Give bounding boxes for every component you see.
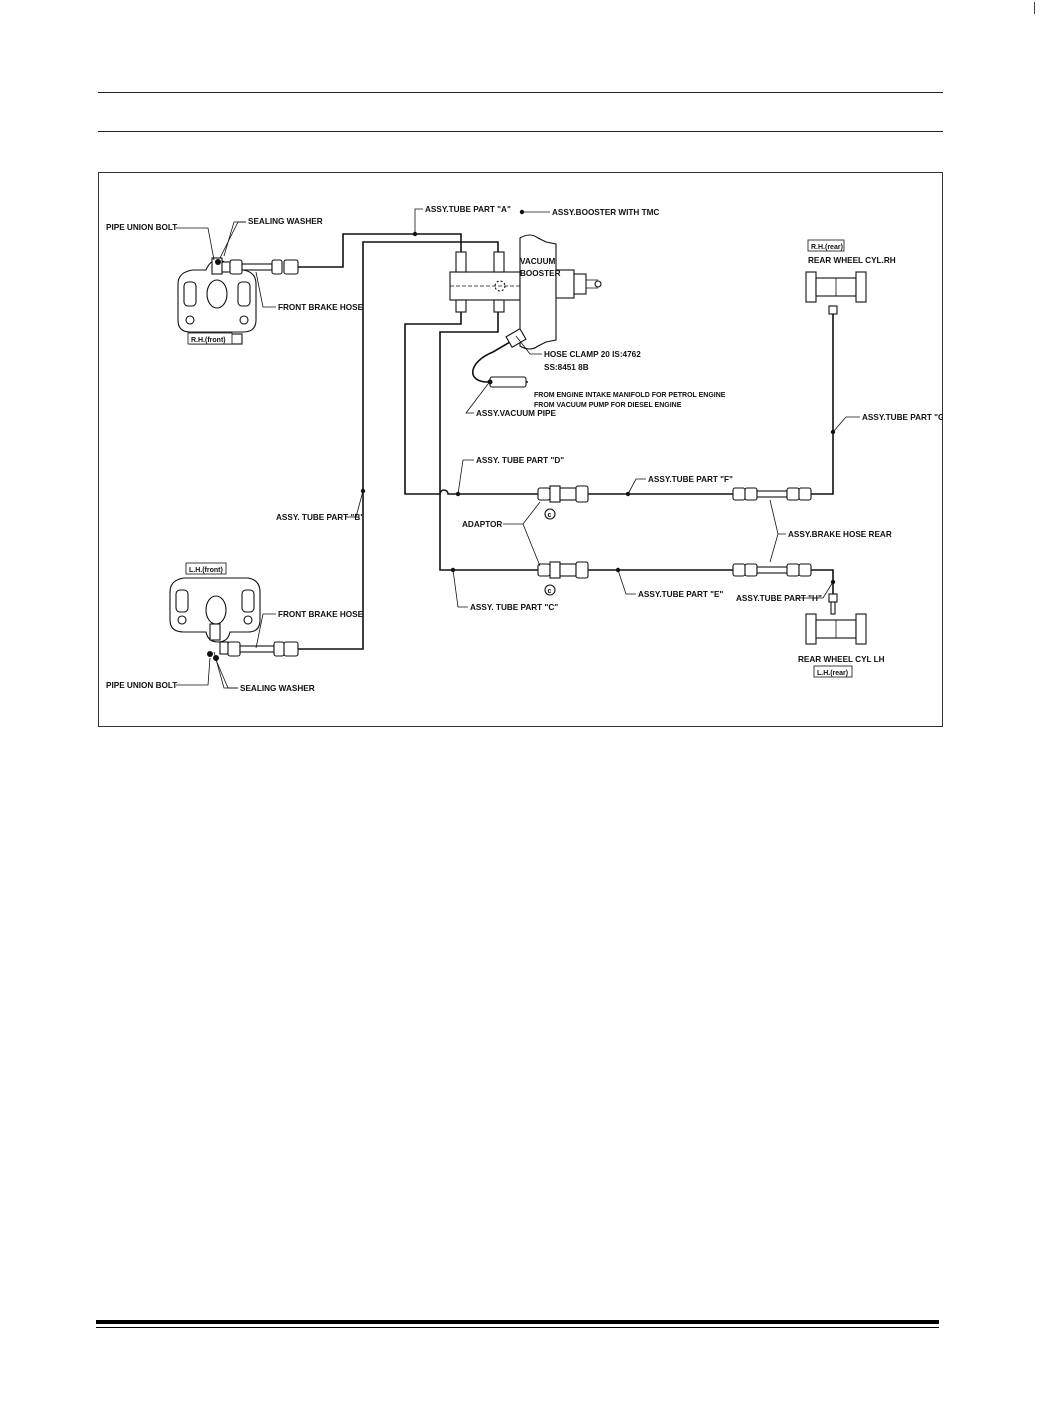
label-hose-clamp-1: HOSE CLAMP 20 IS:4762 — [544, 350, 641, 359]
label-tube-f: ASSY.TUBE PART "F" — [648, 475, 733, 484]
vacuum-pipe-fitting — [487, 376, 527, 388]
rh-front-hose — [215, 259, 299, 275]
tube-g-line — [810, 312, 834, 495]
label-rear-wheel-lh: REAR WHEEL CYL LH — [798, 655, 885, 664]
label-front-brake-hose-rh: FRONT BRAKE HOSE — [278, 303, 364, 312]
tube-a-line — [298, 233, 462, 268]
label-brake-hose-rear: ASSY.BRAKE HOSE REAR — [788, 530, 892, 539]
diagram-labels: PIPE UNION BOLT SEALING WASHER FRONT BRA… — [106, 205, 943, 693]
pipe-network — [298, 233, 834, 650]
rear-brake-hose-lower — [732, 563, 812, 577]
label-booster: ASSY.BOOSTER WITH TMC — [552, 208, 659, 217]
rh-front-caliper — [177, 257, 257, 345]
adaptor-upper-mark: c — [548, 512, 552, 519]
lh-rear-box — [813, 665, 853, 678]
adaptor-upper: c — [537, 485, 589, 520]
label-tube-e: ASSY.TUBE PART "E" — [638, 590, 724, 599]
brake-system-diagram: c c — [98, 172, 943, 727]
footer-rule-thin — [96, 1327, 939, 1328]
label-from-engine-2: FROM VACUUM PUMP FOR DIESEL ENGINE — [534, 402, 682, 409]
label-tube-c: ASSY. TUBE PART "C" — [470, 603, 558, 612]
label-from-engine-1: FROM ENGINE INTAKE MANIFOLD FOR PETROL E… — [534, 392, 726, 399]
lh-front-hose — [207, 641, 299, 661]
master-cylinder — [449, 251, 521, 313]
rh-front-box — [187, 332, 233, 345]
label-tube-d: ASSY. TUBE PART "D" — [476, 456, 564, 465]
label-sealing-washer-lh: SEALING WASHER — [240, 684, 315, 693]
tube-h-line — [810, 569, 834, 602]
vacuum-booster — [519, 234, 602, 350]
tube-b-line — [298, 241, 499, 650]
label-rear-wheel-rh: REAR WHEEL CYL.RH — [808, 256, 896, 265]
leader-lines — [176, 208, 860, 689]
label-tube-a: ASSY.TUBE PART "A" — [425, 205, 511, 214]
footer-rule-thick — [96, 1320, 939, 1324]
label-pipe-union-bolt-lh: PIPE UNION BOLT — [106, 681, 177, 690]
header-rule-bottom — [98, 131, 943, 132]
rear-wheel-cylinder-lh — [805, 593, 867, 645]
page-edge-mark — [1034, 2, 1035, 14]
label-rh-rear: R.H.(rear) — [811, 244, 843, 251]
header-rule-top — [98, 92, 943, 93]
label-rh-front: R.H.(front) — [191, 337, 226, 344]
label-hose-clamp-2: SS:8451 8B — [544, 363, 589, 372]
tube-c-line — [439, 312, 538, 571]
hose-clamp-vacuum — [505, 328, 527, 348]
label-sealing-washer-rh: SEALING WASHER — [248, 217, 323, 226]
adaptor-lower: c — [537, 561, 589, 596]
label-adaptor: ADAPTOR — [462, 520, 502, 529]
label-tube-g: ASSY.TUBE PART "G — [862, 413, 943, 422]
label-lh-rear: L.H.(rear) — [817, 670, 848, 677]
label-tube-b: ASSY. TUBE PART "B" — [276, 513, 364, 522]
rear-brake-hose-upper — [732, 487, 812, 501]
lh-front-caliper — [169, 577, 261, 643]
label-lh-front: L.H.(front) — [189, 567, 223, 574]
vacuum-pipe-line — [472, 341, 528, 383]
rear-wheel-cylinder-rh — [805, 271, 867, 315]
diagram-frame — [98, 172, 943, 727]
label-front-brake-hose-lh: FRONT BRAKE HOSE — [278, 610, 364, 619]
adaptor-lower-mark: c — [548, 588, 552, 595]
lh-front-box — [185, 562, 227, 575]
label-booster-word: BOOSTER — [520, 269, 561, 278]
label-pipe-union-bolt-rh: PIPE UNION BOLT — [106, 223, 177, 232]
rh-rear-box — [807, 239, 845, 252]
label-vacuum-pipe: ASSY.VACUUM PIPE — [476, 409, 556, 418]
label-vacuum: VACUUM — [520, 257, 556, 266]
tube-d-line — [404, 312, 538, 495]
label-tube-h: ASSY.TUBE PART "H" — [736, 594, 822, 603]
